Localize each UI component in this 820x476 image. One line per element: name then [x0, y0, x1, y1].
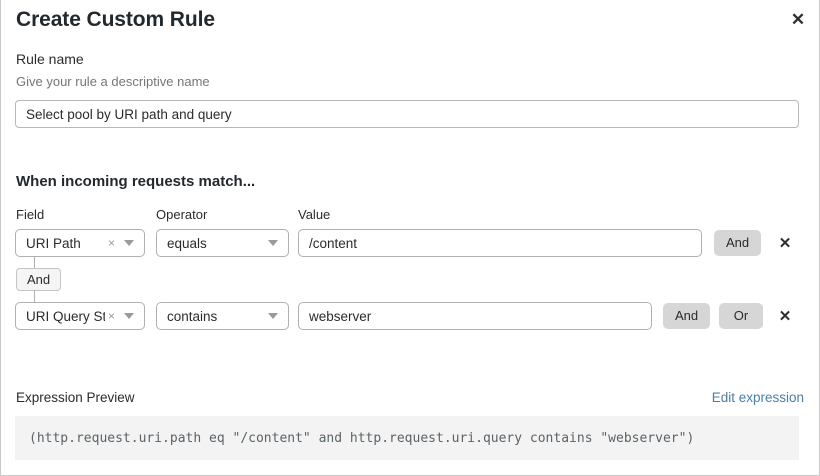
- and-button-2[interactable]: And: [663, 303, 711, 329]
- rule-name-label: Rule name: [16, 51, 84, 67]
- expression-preview-label: Expression Preview: [16, 390, 135, 405]
- or-button-2[interactable]: Or: [719, 303, 763, 329]
- column-header-operator: Operator: [156, 207, 208, 222]
- operator-select-2-value: contains: [167, 308, 218, 324]
- clear-icon[interactable]: ×: [107, 236, 115, 250]
- expression-preview-box: (http.request.uri.path eq "/content" and…: [15, 416, 799, 460]
- delete-condition-button-1[interactable]: ✕: [778, 235, 792, 252]
- chevron-down-icon[interactable]: [124, 240, 134, 246]
- rule-name-help-text: Give your rule a descriptive name: [16, 74, 210, 89]
- operator-select-1-value: equals: [167, 235, 207, 251]
- match-section-heading: When incoming requests match...: [16, 173, 256, 190]
- value-input-2[interactable]: [298, 302, 652, 330]
- operator-select-2[interactable]: contains: [156, 302, 289, 330]
- condition-row: URI Query St... × contains And Or ✕: [1, 302, 819, 332]
- column-header-value: Value: [298, 207, 331, 222]
- field-select-2[interactable]: URI Query St... ×: [15, 302, 145, 330]
- connector-line-bottom: [34, 290, 35, 302]
- page-title: Create Custom Rule: [16, 8, 215, 31]
- connector-and-badge[interactable]: And: [16, 268, 62, 291]
- field-select-2-value: URI Query St...: [26, 308, 105, 324]
- close-icon[interactable]: ✕: [790, 9, 806, 29]
- chevron-down-icon[interactable]: [268, 240, 278, 246]
- field-select-1-value: URI Path: [26, 235, 81, 251]
- and-button-1[interactable]: And: [714, 230, 762, 256]
- rule-name-input[interactable]: [15, 100, 799, 128]
- chevron-down-icon[interactable]: [124, 313, 134, 319]
- value-input-1[interactable]: [298, 229, 702, 257]
- field-select-1[interactable]: URI Path ×: [15, 229, 145, 257]
- condition-row: URI Path × equals And ✕: [1, 229, 819, 259]
- chevron-down-icon[interactable]: [268, 313, 278, 319]
- expression-preview-code: (http.request.uri.path eq "/content" and…: [29, 430, 695, 446]
- operator-select-1[interactable]: equals: [156, 229, 289, 257]
- column-header-field: Field: [16, 207, 45, 222]
- edit-expression-link[interactable]: Edit expression: [711, 390, 804, 405]
- condition-connector: And: [15, 257, 135, 305]
- connector-line-top: [34, 257, 35, 268]
- clear-icon[interactable]: ×: [107, 309, 115, 323]
- delete-condition-button-2[interactable]: ✕: [778, 308, 792, 325]
